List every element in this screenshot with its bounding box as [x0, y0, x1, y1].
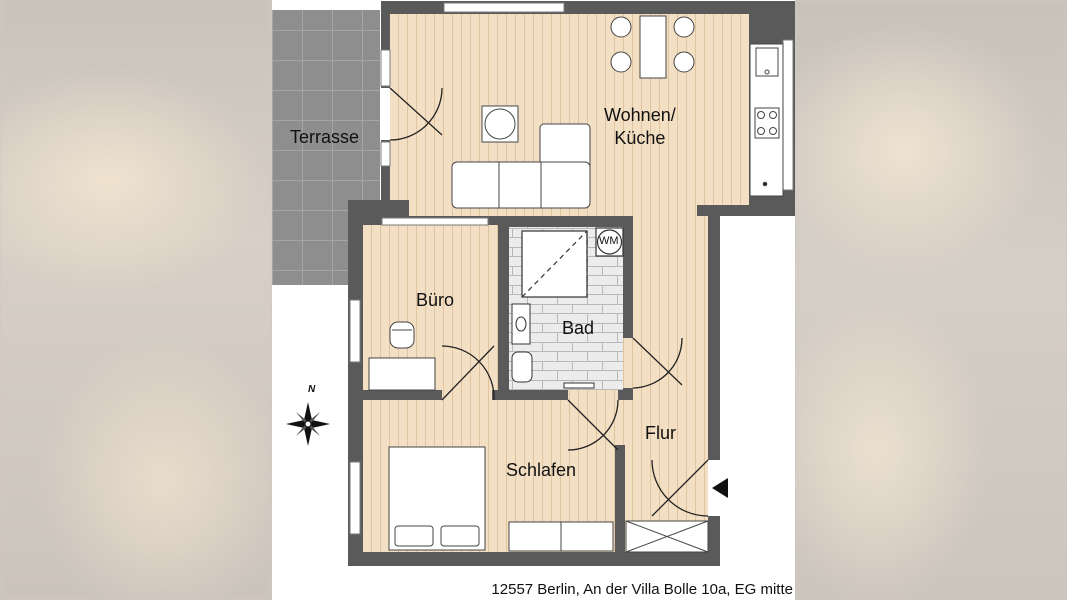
double-bed [388, 446, 486, 551]
room-label-office: Büro [416, 290, 455, 310]
washing-machine [595, 227, 624, 257]
wall-bath-top [498, 216, 633, 227]
room-label-bedroom: Schlafen [506, 460, 577, 480]
entry-wardrobe [625, 520, 709, 553]
wall-office-bath [498, 216, 509, 400]
floor-plan-drawing [272, 1, 795, 566]
window-terrace-upper [380, 49, 391, 87]
shower [521, 230, 588, 298]
room-label-living-line2: Küche [614, 128, 666, 148]
door-gap-bath [623, 338, 633, 388]
door-gap-bedroom [568, 390, 618, 400]
entrance-arrow-icon [712, 478, 728, 498]
window-bedroom-left [349, 461, 361, 535]
window-living-top [443, 2, 565, 13]
blurred-background-right [795, 0, 1067, 600]
floor-plan-panel: Terrasse Wohnen/ Küche Büro Bad Flur Sch… [272, 0, 795, 600]
bath-door-swing [632, 337, 683, 389]
room-label-living-kitchen: Wohnen/ Küche [604, 104, 676, 150]
toilet-icon [511, 351, 533, 383]
blurred-background-left [0, 0, 272, 600]
office-door-swing [441, 345, 495, 401]
windows [349, 2, 794, 535]
window-kitchen-right [782, 39, 794, 191]
wall-bath-right [623, 216, 633, 400]
bedroom-door-swing [567, 399, 619, 451]
compass-rose-icon [286, 402, 330, 446]
hallway-floor [624, 205, 708, 552]
window-office-top [381, 217, 489, 226]
door-gap-office [442, 390, 492, 400]
room-label-living-line1: Wohnen/ [604, 105, 676, 125]
kitchen-counter [749, 43, 784, 197]
room-label-terrace: Terrasse [290, 127, 360, 147]
dining-set [610, 15, 695, 79]
wardrobe [508, 521, 614, 552]
side-table [481, 105, 519, 143]
window-terrace-lower [380, 141, 391, 167]
sink-icon [755, 47, 779, 77]
office-chair-icon [389, 321, 415, 349]
wall-bedroom-hall [615, 445, 625, 552]
office-desk [368, 321, 436, 391]
window-office-left [349, 299, 361, 363]
sofa [451, 123, 591, 209]
room-label-hallway: Flur [645, 423, 676, 443]
compass-north-label: N [308, 384, 316, 395]
terrace-door-swing [389, 87, 443, 141]
door-gap-terrace [381, 88, 390, 140]
room-label-bathroom: Bad [562, 318, 595, 338]
entry-door-swing [651, 459, 709, 517]
bath-fixtures [511, 303, 595, 389]
door-swings [389, 87, 709, 517]
washing-machine-label: WM [599, 235, 619, 247]
address-caption: 12557 Berlin, An der Villa Bolle 10a, EG… [491, 581, 793, 598]
